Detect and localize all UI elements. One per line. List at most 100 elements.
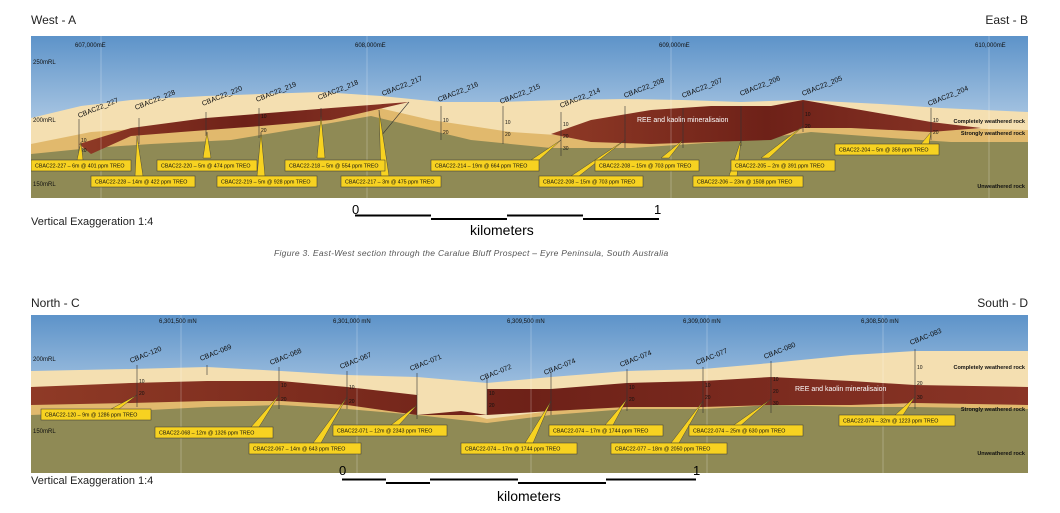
svg-text:CBAC22-074 – 25m @ 630 ppm TRE: CBAC22-074 – 25m @ 630 ppm TREO [693, 429, 785, 435]
svg-text:CBAC22-208 – 15m @ 703 ppm TRE: CBAC22-208 – 15m @ 703 ppm TREO [599, 164, 691, 170]
scale1-end: 1 [654, 202, 662, 217]
depth-tick: 10 [443, 118, 449, 124]
section1-left-label: West - A [31, 13, 77, 27]
callout-box: CBAC22-208 – 15m @ 703 ppm TREO [538, 175, 644, 188]
callout-box: CBAC22-219 – 5m @ 928 ppm TREO [216, 175, 318, 188]
depth-tick: 20 [349, 399, 355, 405]
depth-tick: 30 [917, 395, 923, 401]
callout-box: CBAC22-208 – 15m @ 703 ppm TREO [594, 159, 700, 172]
depth-tick: 10 [505, 120, 511, 126]
depth-tick: 20 [281, 397, 287, 403]
scale2-unit: kilometers [497, 488, 561, 504]
callout-box: CBAC22-205 – 2m @ 391 ppm TREO [730, 159, 836, 172]
figure-caption: Figure 3. East-West section through the … [274, 248, 669, 258]
callout-box: CBAC22-071 – 12m @ 2343 ppm TREO [332, 424, 448, 437]
mineralisation-zone-west [79, 102, 409, 154]
svg-text:CBAC22-217 – 3m @ 475 ppm TREO: CBAC22-217 – 3m @ 475 ppm TREO [345, 180, 434, 186]
section2-diagram: 6,301,500 mN 6,301,000 mN 6,309,500 mN 6… [31, 315, 1028, 473]
mineralisation-zone-east [551, 100, 981, 144]
layer-label: Unweathered rock [977, 451, 1026, 457]
depth-tick: 20 [629, 397, 635, 403]
svg-text:CBAC22-071 – 12m @ 2343 ppm TR: CBAC22-071 – 12m @ 2343 ppm TREO [337, 429, 432, 435]
section2-left-label: North - C [31, 296, 80, 310]
svg-text:CBAC22-220 – 5m @ 474 ppm TREO: CBAC22-220 – 5m @ 474 ppm TREO [161, 164, 250, 170]
callout-box: CBAC22-074 – 17m @ 1744 ppm TREO [548, 424, 664, 437]
callout-box: CBAC22-074 – 25m @ 630 ppm TREO [688, 424, 804, 437]
svg-text:CBAC22-067 – 14m @ 643 ppm TRE: CBAC22-067 – 14m @ 643 ppm TREO [253, 447, 345, 453]
callout-box: CBAC22-074 – 32m @ 1223 ppm TREO [838, 414, 956, 427]
callout-box: CBAC22-214 – 19m @ 664 ppm TREO [430, 159, 540, 172]
scale1-start: 0 [352, 202, 360, 217]
northing-label: 6,301,500 mN [159, 319, 197, 325]
callout-box: CBAC22-068 – 12m @ 1326 ppm TREO [154, 426, 274, 439]
svg-text:CBAC22-074 – 17m @ 1744 ppm TR: CBAC22-074 – 17m @ 1744 ppm TREO [553, 429, 648, 435]
svg-text:CBAC22-218 – 5m @ 554 ppm TREO: CBAC22-218 – 5m @ 554 ppm TREO [289, 164, 378, 170]
callout-box: CBAC22-067 – 14m @ 643 ppm TREO [248, 442, 362, 455]
svg-text:CBAC22-206 – 23m @ 1508 ppm TR: CBAC22-206 – 23m @ 1508 ppm TREO [697, 180, 792, 186]
depth-tick: 10 [805, 112, 811, 118]
svg-text:CBAC22-208 – 15m @ 703 ppm TRE: CBAC22-208 – 15m @ 703 ppm TREO [543, 180, 635, 186]
northing-label: 6,309,000 mN [683, 319, 721, 325]
depth-tick: 20 [81, 148, 87, 154]
section2-right-label: South - D [977, 296, 1028, 310]
scale2-start: 0 [339, 463, 347, 478]
easting-label: 607,000mE [75, 43, 106, 49]
northing-label: 6,308,500 mN [861, 319, 899, 325]
depth-tick: 10 [139, 379, 145, 385]
callout-box: CBAC22-228 – 14m @ 422 ppm TREO [90, 175, 196, 188]
depth-tick: 20 [489, 403, 495, 409]
depth-tick: 20 [705, 395, 711, 401]
layer-label: Completely weathered rock [953, 119, 1025, 125]
northing-label: 6,309,500 mN [507, 319, 545, 325]
callout-box: CBAC22-218 – 5m @ 554 ppm TREO [284, 159, 386, 172]
svg-text:CBAC22-205 – 2m @ 391 ppm TREO: CBAC22-205 – 2m @ 391 ppm TREO [735, 164, 824, 170]
depth-tick: 20 [563, 134, 569, 140]
svg-text:CBAC22-068 – 12m @ 1326 ppm TR: CBAC22-068 – 12m @ 1326 ppm TREO [159, 431, 254, 437]
depth-tick: 10 [629, 385, 635, 391]
elevation-label: 150mRL [33, 429, 56, 435]
scale1-bar [355, 214, 659, 220]
depth-tick: 30 [563, 146, 569, 152]
svg-text:CBAC22-120 – 9m @ 1286 ppm TRE: CBAC22-120 – 9m @ 1286 ppm TREO [45, 413, 137, 419]
callout-box: CBAC22-077 – 18m @ 2050 ppm TREO [610, 442, 728, 455]
callout-box: CBAC22-227 – 6m @ 401 ppm TREO [31, 159, 132, 172]
callout-box: CBAC22-074 – 17m @ 1744 ppm TREO [460, 442, 578, 455]
depth-tick: 10 [261, 114, 267, 120]
elevation-label: 150mRL [33, 182, 56, 188]
layer-label: Completely weathered rock [953, 365, 1025, 371]
depth-tick: 20 [443, 130, 449, 136]
scale2-bar [342, 478, 696, 484]
depth-tick: 20 [261, 128, 267, 134]
svg-text:CBAC22-074 – 17m @ 1744 ppm TR: CBAC22-074 – 17m @ 1744 ppm TREO [465, 447, 560, 453]
section1-vertical-exaggeration: Vertical Exaggeration 1:4 [31, 216, 154, 228]
depth-tick: 10 [917, 365, 923, 371]
svg-text:CBAC22-219 – 5m @ 928 ppm TREO: CBAC22-219 – 5m @ 928 ppm TREO [221, 180, 310, 186]
depth-tick: 20 [505, 132, 511, 138]
easting-label: 609,000mE [659, 43, 690, 49]
section1-right-label: East - B [985, 13, 1028, 27]
depth-tick: 10 [563, 122, 569, 128]
depth-tick: 20 [933, 130, 939, 136]
depth-tick: 10 [705, 383, 711, 389]
svg-text:CBAC22-214 – 19m @ 664 ppm TRE: CBAC22-214 – 19m @ 664 ppm TREO [435, 164, 527, 170]
depth-tick: 30 [773, 401, 779, 407]
svg-text:CBAC22-077 – 18m @ 2050 ppm TR: CBAC22-077 – 18m @ 2050 ppm TREO [615, 447, 710, 453]
callout-box: CBAC22-217 – 3m @ 475 ppm TREO [340, 175, 442, 188]
gap-weathered [417, 385, 487, 415]
svg-text:CBAC22-204 – 5m @ 359 ppm TREO: CBAC22-204 – 5m @ 359 ppm TREO [839, 148, 928, 154]
svg-text:CBAC22-074 – 32m @ 1223 ppm TR: CBAC22-074 – 32m @ 1223 ppm TREO [843, 419, 938, 425]
depth-tick: 10 [933, 118, 939, 124]
depth-tick: 20 [805, 124, 811, 130]
scale2-end: 1 [693, 463, 701, 478]
depth-tick: 10 [773, 377, 779, 383]
svg-text:CBAC22-228 – 14m @ 422 ppm TRE: CBAC22-228 – 14m @ 422 ppm TREO [95, 180, 187, 186]
elevation-label: 200mRL [33, 118, 56, 124]
depth-tick: 10 [281, 383, 287, 389]
section2-vertical-exaggeration: Vertical Exaggeration 1:4 [31, 475, 154, 487]
callout-box: CBAC22-120 – 9m @ 1286 ppm TREO [40, 408, 152, 421]
mineralisation-label: REE and kaolin mineralisaion [795, 386, 887, 393]
layer-label: Strongly weathered rock [961, 407, 1026, 413]
depth-tick: 20 [773, 389, 779, 395]
callout-box: CBAC22-204 – 5m @ 359 ppm TREO [834, 143, 940, 156]
depth-tick: 20 [917, 381, 923, 387]
